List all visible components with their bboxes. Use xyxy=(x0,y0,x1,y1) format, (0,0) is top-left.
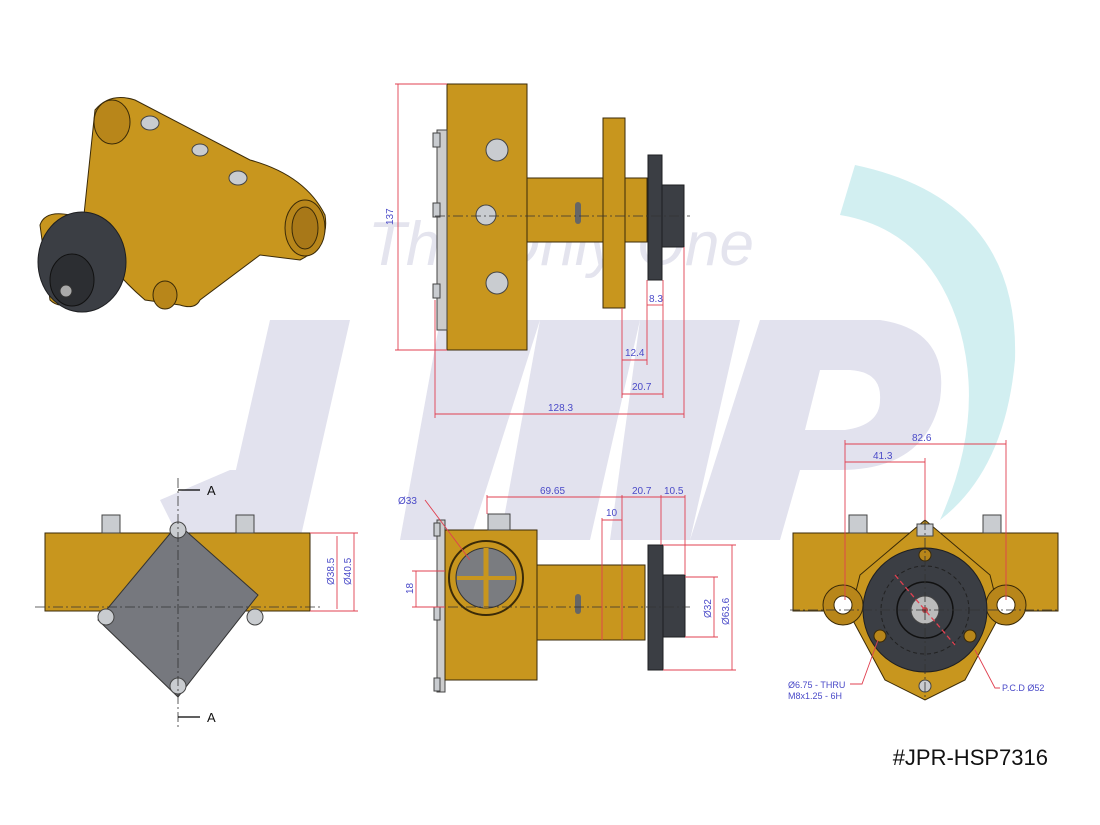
dim-length-b: 20.7 xyxy=(632,486,652,497)
watermark: The Only One xyxy=(160,165,1016,540)
section-view: Ø33 69.65 20.7 10.5 10 18 Ø32 Ø63.6 xyxy=(398,486,736,693)
dim-port-inner-dia: Ø38.5 xyxy=(326,557,337,585)
section-marker-bottom: A xyxy=(207,710,216,725)
dim-flange-dia: Ø63.6 xyxy=(721,597,732,625)
side-view: 137 128.3 8.3 12.4 20.7 xyxy=(385,83,690,418)
dim-port-outer-dia: Ø40.5 xyxy=(343,557,354,585)
swoosh-logo-shape xyxy=(840,165,1016,520)
note-hole-thru: Ø6.75 - THRU xyxy=(788,680,845,690)
dim-mount-span: 82.6 xyxy=(912,433,932,444)
section-marker-top: A xyxy=(207,483,216,498)
rear-view: 82.6 41.3 Ø6.75 - THRU M8x1.25 - 6H P.C.… xyxy=(788,433,1060,701)
note-pcd: P.C.D Ø52 xyxy=(1002,683,1044,693)
dim-length-a: 69.65 xyxy=(540,486,565,497)
dim-hub-dia: Ø32 xyxy=(703,599,714,618)
part-number: #JPR-HSP7316 xyxy=(892,745,1048,770)
front-view: A A Ø38.5 Ø40.5 xyxy=(35,478,358,728)
dim-d1: 8.3 xyxy=(649,294,663,305)
iso-view xyxy=(37,97,327,313)
note-hole-thread: M8x1.25 - 6H xyxy=(788,691,842,701)
dim-d2: 12.4 xyxy=(625,348,645,359)
dim-d3: 20.7 xyxy=(632,382,652,393)
dim-overall-length: 128.3 xyxy=(548,403,573,414)
dim-length-c: 10.5 xyxy=(664,486,684,497)
dim-offset: 18 xyxy=(405,582,416,594)
dim-port-dia: Ø33 xyxy=(398,496,417,507)
dim-height: 137 xyxy=(385,208,396,225)
dim-half-span: 41.3 xyxy=(873,451,893,462)
dim-slot-width: 10 xyxy=(606,508,618,519)
